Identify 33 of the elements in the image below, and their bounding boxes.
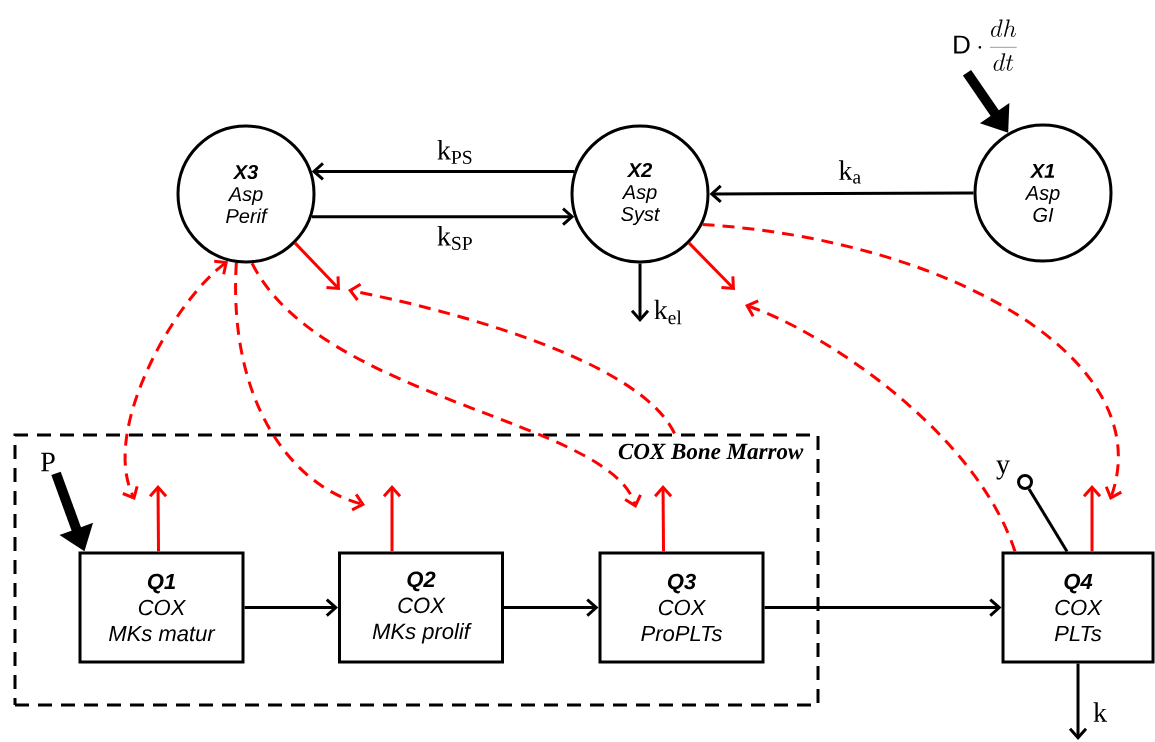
- edge-label: k$_{el}$: [652, 298, 684, 326]
- arrow: [764, 598, 1002, 617]
- compartment-box: Q1 COX MKs matur: [78, 551, 245, 664]
- arrow: [244, 598, 338, 617]
- dashed-arrow: [250, 262, 642, 508]
- dashed-arrow: [348, 283, 676, 435]
- arrow: [1068, 663, 1088, 740]
- edge-label: k: [1092, 701, 1108, 723]
- edge-label: k$_{SP}$: [435, 225, 475, 251]
- dashed-arrow: [234, 262, 365, 512]
- arrow: [148, 485, 168, 552]
- dashed-arrow: [122, 259, 229, 500]
- arrow: [709, 184, 974, 204]
- arrow: [688, 242, 735, 290]
- arrow: [653, 485, 673, 552]
- input-label: P: [41, 452, 55, 472]
- dose-formula: $\mathrm{D}\cdot\frac{dh}{dt}$: [954, 19, 1017, 71]
- dashed-arrow: [745, 299, 1017, 553]
- arrow: [382, 485, 402, 552]
- compartment-box: Q2 COX MKs prolif: [338, 551, 504, 664]
- dashed-arrow: [702, 222, 1123, 500]
- arrow: [294, 242, 340, 290]
- observation-line: [1027, 488, 1069, 553]
- arrow: [630, 263, 650, 322]
- compartment-box: Q3 COX ProPLTs: [598, 551, 765, 664]
- edge-label: k$_{PS}$: [435, 139, 475, 165]
- arrow: [311, 162, 575, 181]
- edge-label: k$_{a}$: [837, 159, 863, 185]
- arrow: [311, 207, 575, 226]
- compartment-box: Q4 COX PLTs: [1001, 551, 1155, 664]
- arrow: [1082, 485, 1102, 552]
- arrow: [504, 598, 599, 617]
- observation-label: y: [996, 460, 1010, 480]
